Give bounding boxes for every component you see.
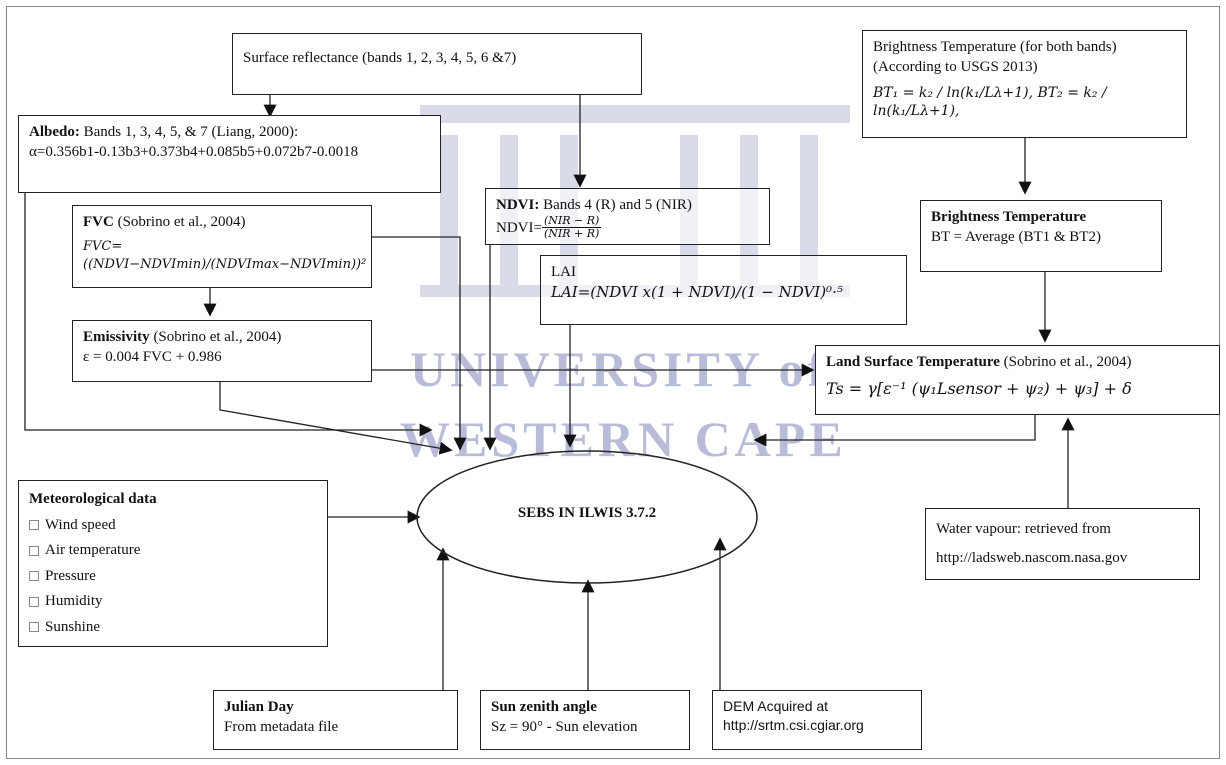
ndvi-formula-lhs: NDVI= (496, 219, 542, 236)
dem-line1: DEM Acquired at (723, 698, 829, 714)
water-vapour-line1: Water vapour: retrieved from (936, 521, 1111, 537)
emissivity-box: Emissivity (Sobrino et al., 2004) ε = 0.… (72, 320, 372, 382)
emissivity-title: Emissivity (83, 329, 150, 345)
meteo-item-air-temp: Air temperature (29, 538, 317, 564)
julian-box: Julian Day From metadata file (213, 690, 458, 750)
ndvi-numerator: (NIR − R) (541, 214, 602, 229)
sun-line: Sz = 90° - Sun elevation (491, 719, 638, 736)
brightness-bands-line1: Brightness Temperature (for both bands) (873, 39, 1117, 55)
emissivity-formula: ε = 0.004 FVC + 0.986 (83, 349, 222, 366)
albedo-desc: Bands 1, 3, 4, 5, & 7 (Liang, 2000): (79, 124, 299, 140)
arrow-fvc-sebs (372, 236, 467, 451)
meteo-item-sunshine: Sunshine (29, 615, 317, 641)
ndvi-box: NDVI: Bands 4 (R) and 5 (NIR) NDVI= (NIR… (485, 188, 770, 245)
water-vapour-line2: http://ladsweb.nascom.nasa.gov (936, 549, 1128, 566)
ndvi-title: NDVI: (496, 197, 540, 213)
arrow-lst-sebs (753, 415, 1036, 447)
fvc-cite: (Sobrino et al., 2004) (113, 214, 246, 230)
brightness-bands-formula: BT₁ = k₂ / ln(k₁/Lλ+1), BT₂ = k₂ / ln(k₁… (873, 84, 1107, 120)
surface-reflectance-box: Surface reflectance (bands 1, 2, 3, 4, 5… (232, 33, 642, 95)
albedo-formula: α=0.356b1-0.13b3+0.373b4+0.085b5+0.072b7… (29, 144, 359, 161)
lai-formula: LAI=(NDVI x(1 + NDVI)/(1 − NDVI)⁰·⁵ (551, 283, 843, 302)
meteo-item-humidity: Humidity (29, 589, 317, 615)
brightness-title: Brightness Temperature (931, 209, 1087, 225)
lai-title: LAI (551, 264, 576, 280)
ndvi-desc: Bands 4 (R) and 5 (NIR) (539, 197, 692, 213)
lst-title: Land Surface Temperature (826, 354, 1000, 370)
sebs-ellipse (416, 450, 758, 584)
fvc-formula: FVC=((NDVI−NDVImin)/(NDVImax−NDVImin))² (83, 239, 367, 272)
brightness-formula: BT = Average (BT1 & BT2) (931, 229, 1101, 246)
brightness-bands-box: Brightness Temperature (for both bands) … (862, 30, 1187, 138)
meteo-item-pressure: Pressure (29, 564, 317, 590)
julian-line: From metadata file (224, 719, 339, 736)
dem-box: DEM Acquired at http://srtm.csi.cgiar.or… (712, 690, 922, 750)
dem-line2: http://srtm.csi.cgiar.org (723, 716, 864, 733)
watermark-line2: WESTERN CAPE (400, 411, 847, 467)
sebs-label: SEBS IN ILWIS 3.7.2 (517, 505, 657, 521)
julian-title: Julian Day (224, 699, 294, 715)
lst-cite: (Sobrino et al., 2004) (999, 354, 1132, 370)
surface-reflectance-label: Surface reflectance (bands 1, 2, 3, 4, 5… (243, 50, 517, 66)
ndvi-denominator: (NIR + R) (543, 227, 600, 241)
arrow-albedo-sebs (24, 190, 433, 437)
albedo-title: Albedo: (29, 124, 80, 140)
fvc-box: FVC (Sobrino et al., 2004) FVC=((NDVI−ND… (72, 205, 372, 288)
fvc-title: FVC (83, 214, 114, 230)
albedo-box: Albedo: Bands 1, 3, 4, 5, & 7 (Liang, 20… (18, 115, 441, 193)
meteo-item-wind: Wind speed (29, 513, 317, 539)
sun-box: Sun zenith angle Sz = 90° - Sun elevatio… (480, 690, 690, 750)
meteo-title: Meteorological data (29, 491, 157, 507)
lai-box: LAI LAI=(NDVI x(1 + NDVI)/(1 − NDVI)⁰·⁵ (540, 255, 907, 325)
lst-formula: Ts = γ[ε⁻¹ (ψ₁Lsensor + ψ₂) + ψ₃] + δ (826, 379, 1132, 399)
brightness-bands-line2: (According to USGS 2013) (873, 59, 1038, 76)
water-vapour-box: Water vapour: retrieved from http://lads… (925, 508, 1200, 580)
brightness-box: Brightness Temperature BT = Average (BT1… (920, 200, 1162, 272)
sun-title: Sun zenith angle (491, 699, 597, 715)
arrow-emis-sebs (219, 382, 453, 455)
meteo-box: Meteorological data Wind speed Air tempe… (18, 480, 328, 647)
emissivity-cite: (Sobrino et al., 2004) (149, 329, 282, 345)
lst-box: Land Surface Temperature (Sobrino et al.… (815, 345, 1220, 415)
